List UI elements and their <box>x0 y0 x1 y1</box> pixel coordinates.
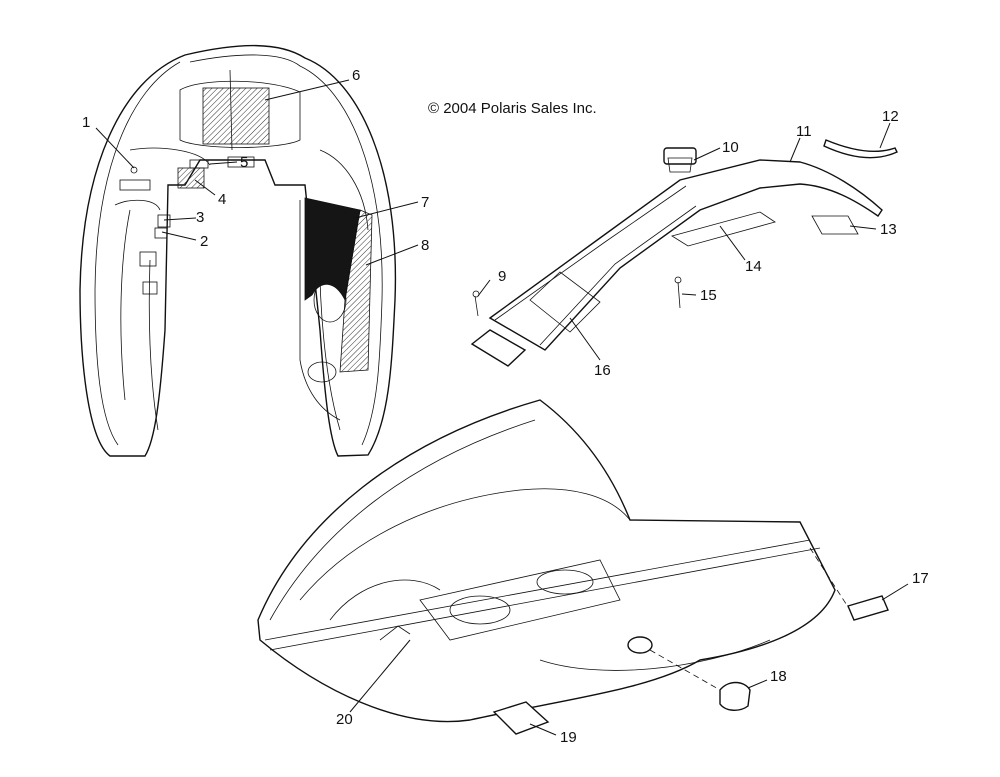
callout-19: 19 <box>560 729 577 746</box>
callout-9: 9 <box>498 268 506 285</box>
callout-6: 6 <box>352 67 360 84</box>
callout-4: 4 <box>218 191 226 208</box>
callout-14: 14 <box>745 258 762 275</box>
callout-12: 12 <box>882 108 899 125</box>
callout-20: 20 <box>336 711 353 728</box>
callout-8: 8 <box>421 237 429 254</box>
callout-3: 3 <box>196 209 204 226</box>
decal-13 <box>811 215 859 235</box>
callout-1: 1 <box>82 114 90 131</box>
copyright-notice: © 2004 Polaris Sales Inc. <box>428 100 597 117</box>
callout-18: 18 <box>770 668 787 685</box>
strap-12 <box>823 139 898 159</box>
callout-leaders <box>95 79 909 736</box>
plate-9-mount <box>470 329 527 367</box>
clip-10 <box>663 147 697 165</box>
callout-17: 17 <box>912 570 929 587</box>
callout-5: 5 <box>240 154 248 171</box>
callout-labels: 1 2 3 4 5 6 7 8 9 10 11 12 13 14 15 16 1… <box>82 67 929 746</box>
plug-18 <box>719 681 751 711</box>
callout-11: 11 <box>796 123 812 140</box>
decal-4-hatched <box>177 167 205 189</box>
callout-15: 15 <box>700 287 717 304</box>
callout-16: 16 <box>594 362 611 379</box>
hood-underside-view <box>79 44 397 457</box>
callout-10: 10 <box>722 139 739 156</box>
callout-7: 7 <box>421 194 429 211</box>
callout-13: 13 <box>880 221 897 238</box>
decal-6-hatched <box>202 87 270 145</box>
callout-2: 2 <box>200 233 208 250</box>
tunnel-bumper-assembly <box>470 139 898 367</box>
cap-17 <box>847 595 889 621</box>
hood-iso-view <box>257 399 889 735</box>
